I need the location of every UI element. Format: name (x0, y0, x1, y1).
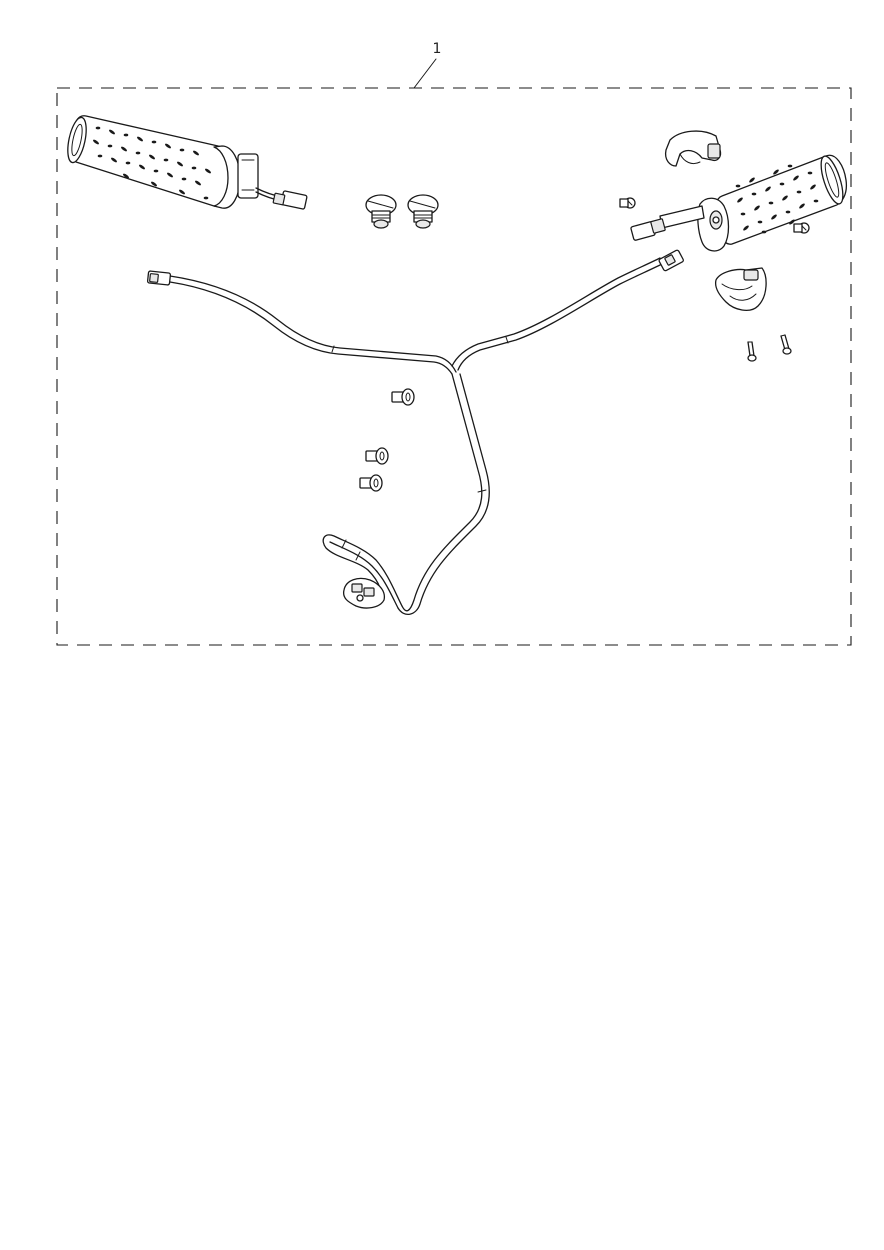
screw (780, 334, 792, 355)
callout-label-1: 1 (433, 41, 442, 57)
screw (619, 197, 636, 209)
switch-housing-lower (714, 267, 767, 312)
screw (747, 341, 757, 362)
bar-end-plug (365, 194, 397, 229)
screw (365, 447, 389, 465)
wiring-harness (146, 249, 684, 615)
bar-end-plug (407, 194, 439, 229)
kit-boundary (56, 87, 852, 646)
screw (793, 222, 810, 234)
switch-housing-upper (664, 130, 722, 167)
left-heated-grip (67, 115, 308, 210)
screw (359, 474, 383, 492)
callout-leader-1 (413, 58, 437, 89)
right-heated-grip (630, 154, 848, 252)
screw (391, 388, 415, 406)
